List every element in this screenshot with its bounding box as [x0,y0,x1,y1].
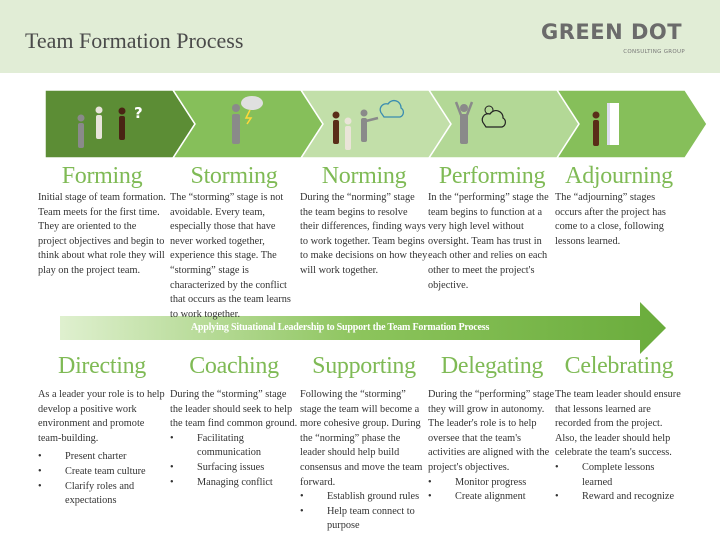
leadership-description: Following the “storming” stage the team … [300,389,423,488]
arrow-label: Applying Situational Leadership to Suppo… [190,322,490,333]
person-sun-cloud-icon [454,101,506,144]
page-title: Team Formation Process [25,28,244,53]
people-question-icon: ? [77,104,143,148]
leadership-title: Directing [58,353,146,379]
stage-description: The “adjourning” stages occurs after the… [555,192,666,247]
stage-storming: Storming The “storming” stage is not avo… [170,163,298,322]
leadership-title: Celebrating [564,353,674,379]
bullet-item: Create team culture [38,465,166,480]
bullet-item: Present charter [38,450,166,465]
process-chevrons: ? [44,89,708,354]
stage-title: Performing [438,163,546,189]
leadership-title: Supporting [312,353,416,379]
bullet-item: Create alignment [428,490,556,505]
bullet-item: Establish ground rules [300,490,428,505]
green-dot-logo: GREEN DOT CONSULTING GROUP [541,20,691,60]
leadership-bullets: Establish ground rulesHelp team connect … [300,490,428,534]
logo-sub-text: CONSULTING GROUP [623,49,685,55]
bullet-item: Monitor progress [428,476,556,491]
header-band: Team Formation Process GREEN DOT CONSULT… [0,0,720,73]
leadership-delegating: Delegating During the “performing” stage… [428,353,556,505]
leadership-description: During the “performing” stage they will … [428,389,555,473]
leadership-bullets: Present charterCreate team cultureClarif… [38,450,166,508]
situational-leadership-arrow [60,302,666,354]
stage-description: Initial stage of team formation. Team me… [38,192,166,276]
bullet-item: Complete lessons learned [555,461,683,490]
stage-title: Storming [190,163,278,189]
leadership-celebrating: Celebrating The team leader should ensur… [555,353,683,505]
leadership-directing: Directing As a leader your role is to he… [38,353,166,509]
leadership-bullets: Complete lessons learnedReward and recog… [555,461,683,505]
bullet-item: Reward and recognize [555,490,683,505]
stage-description: The “storming” stage is not avoidable. E… [170,192,291,320]
leadership-description: During the “storming” stage the leader s… [170,389,298,430]
stage-description: In the “performing” stage the team begin… [428,192,549,291]
person-door-icon [592,103,619,146]
leadership-description: The team leader should ensure that lesso… [555,389,681,459]
stage-performing: Performing In the “performing” stage the… [428,163,556,293]
leadership-coaching: Coaching During the “storming” stage the… [170,353,298,490]
stage-title: Adjourning [565,163,673,189]
stage-description: During the “norming” stage the team begi… [300,192,428,276]
stage-adjourning: Adjourning The “adjourning” stages occur… [555,163,683,249]
bullet-item: Facilitating communication [170,432,298,461]
bullet-item: Managing conflict [170,476,298,491]
stage-title: Forming [61,163,143,189]
chevron-norming [299,89,452,159]
leadership-supporting: Supporting Following the “storming” stag… [300,353,428,534]
stage-norming: Norming During the “norming” stage the t… [300,163,428,279]
leadership-bullets: Facilitating communicationSurfacing issu… [170,432,298,490]
logo-main-text: GREEN DOT [541,20,683,44]
stage-title: Norming [321,163,407,189]
chevron-adjourning [555,89,708,159]
svg-text:?: ? [134,104,143,122]
person-storm-cloud-icon [232,96,263,144]
bullet-item: Clarify roles and expectations [38,480,166,509]
leadership-title: Delegating [440,353,544,379]
bullet-item: Surfacing issues [170,461,298,476]
people-cloud-icon [332,100,405,150]
stage-forming: Forming Initial stage of team formation.… [38,163,166,279]
leadership-description: As a leader your role is to help develop… [38,389,165,444]
leadership-bullets: Monitor progressCreate alignment [428,476,556,505]
bullet-item: Help team connect to purpose [300,505,428,534]
leadership-title: Coaching [189,353,279,379]
